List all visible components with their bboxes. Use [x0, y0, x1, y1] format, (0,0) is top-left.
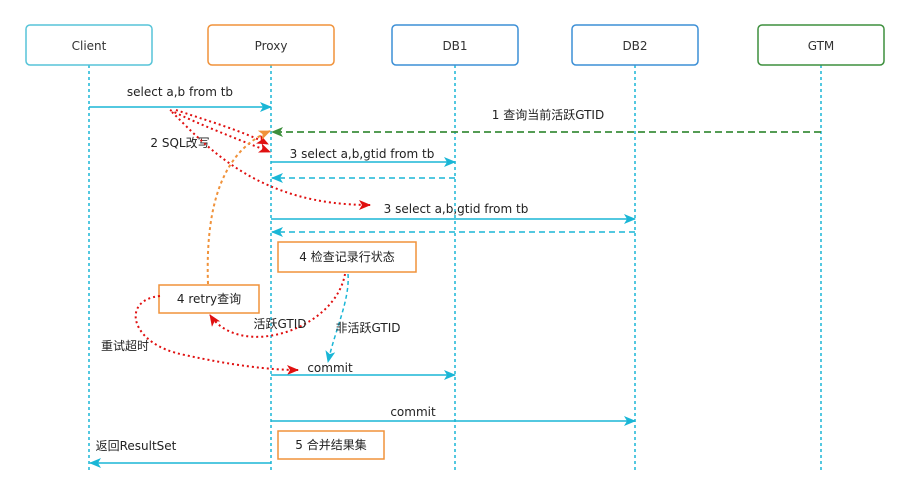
note-retry-query-text: 4 retry查询: [177, 292, 241, 306]
note-merge-result-text: 5 合并结果集: [295, 437, 366, 452]
select-db2-label: 3 select a,b,gtid from tb: [384, 202, 529, 216]
note-retry-query: 4 retry查询: [158, 284, 260, 314]
inactive-gtid-label: 非活跃GTID: [336, 321, 401, 335]
participant-db2-label: DB2: [622, 39, 647, 53]
select-db1-label: 3 select a,b,gtid from tb: [290, 147, 435, 161]
return-result-label: 返回ResultSet: [96, 439, 177, 453]
rewrite-path-db1: [169, 109, 271, 153]
commit-db1-label: commit: [307, 361, 353, 375]
participant-proxy-label: Proxy: [255, 39, 288, 53]
sql-rewrite-label: 2 SQL改写: [150, 136, 209, 150]
participant-db1-label: DB1: [442, 39, 467, 53]
participant-db1: DB1: [391, 24, 519, 66]
select-ab-label: select a,b from tb: [127, 85, 233, 99]
participant-gtm-label: GTM: [808, 39, 835, 53]
active-gtid-path: [209, 273, 346, 338]
active-gtid-label: 活跃GTID: [254, 317, 307, 331]
note-merge-result: 5 合并结果集: [277, 430, 385, 460]
query-gtid-label: 1 查询当前活跃GTID: [492, 107, 604, 122]
participant-client: Client: [25, 24, 153, 66]
retry-timeout-path: [134, 295, 299, 375]
inactive-gtid-path: [325, 273, 349, 363]
participant-proxy: Proxy: [207, 24, 335, 66]
rewrite-path-db2: [171, 111, 371, 210]
participant-client-label: Client: [72, 39, 107, 53]
lifelines: [88, 65, 822, 470]
retry-timeout-label: 重试超时: [101, 338, 149, 353]
participant-db2: DB2: [571, 24, 699, 66]
commit-db2-label: commit: [390, 405, 436, 419]
note-check-status: 4 检查记录行状态: [277, 241, 417, 273]
note-check-status-text: 4 检查记录行状态: [299, 249, 394, 264]
participant-gtm: GTM: [757, 24, 885, 66]
retry-back-path: [206, 130, 271, 285]
